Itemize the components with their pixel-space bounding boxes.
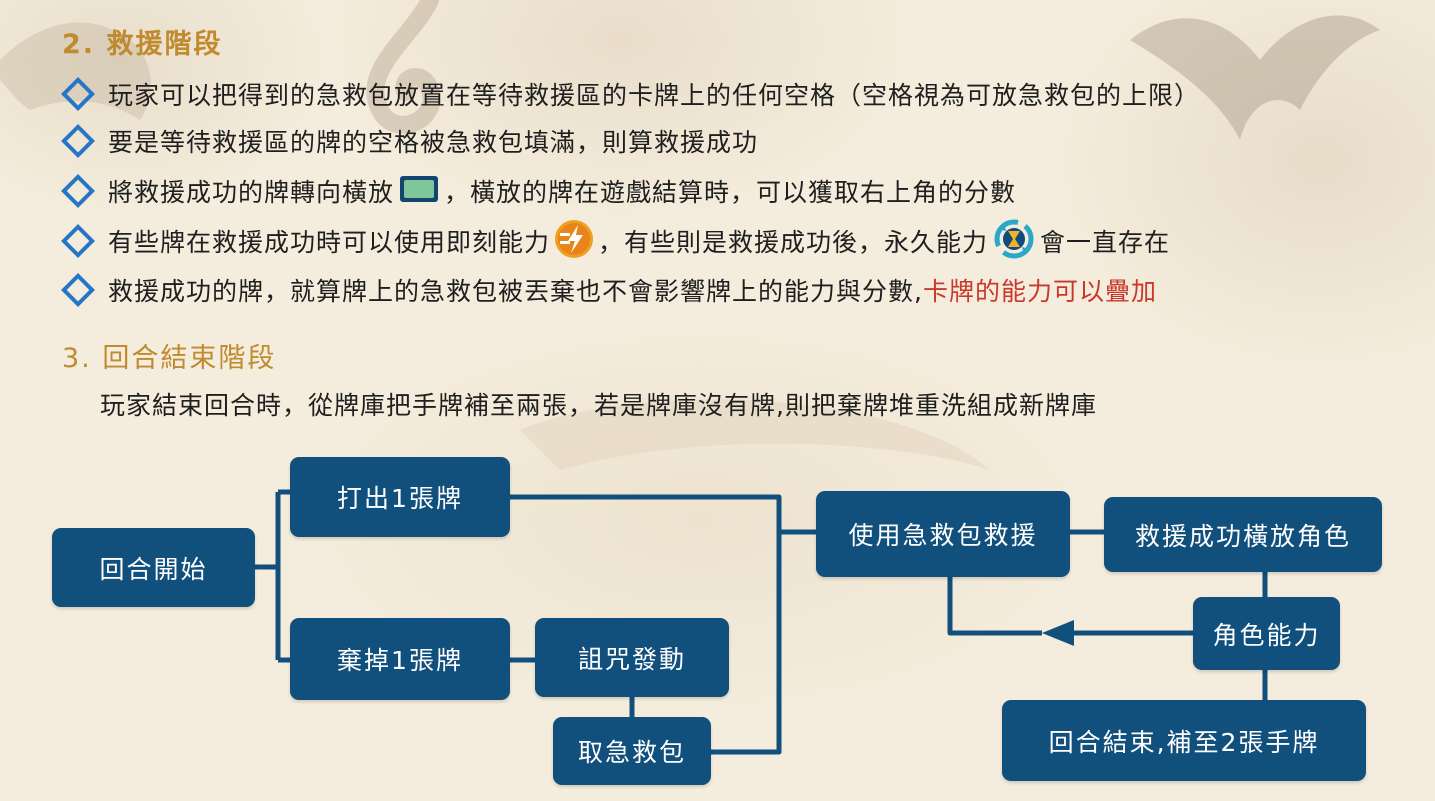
flow-box-discard-card: 棄掉1張牌: [290, 618, 510, 700]
flow-box-turn-start: 回合開始: [52, 528, 255, 607]
bullet-text: 玩家可以把得到的急救包放置在等待救援區的卡牌上的任何空格（空格視為可放急救包的上…: [108, 81, 1201, 110]
flow-box-curse-trigger: 詛咒發動: [535, 618, 729, 697]
bullet-text: 將救援成功的牌轉向橫放: [108, 178, 395, 207]
highlight-text: 卡牌的能力可以疊加: [922, 277, 1157, 306]
bullet-text: 會一直存在: [1040, 228, 1171, 257]
bullet-text: ，橫放的牌在遊戲結算時，可以獲取右上角的分數: [444, 178, 1017, 207]
instant-ability-icon: [554, 219, 594, 263]
arrow-left-icon: [1042, 620, 1074, 646]
connector-play-to-rescue: [510, 494, 816, 755]
flow-box-use-first-aid: 使用急救包救援: [816, 491, 1070, 577]
flow-box-play-card: 打出1張牌: [290, 457, 510, 537]
section-2-title: 2. 救援階段: [62, 29, 223, 60]
bullet-row-5: 救援成功的牌，就算牌上的急救包被丟棄也不會影響牌上的能力與分數, 卡牌的能力可以…: [60, 270, 1157, 310]
permanent-ability-icon: [992, 219, 1036, 263]
flow-box-character-ability: 角色能力: [1193, 597, 1340, 670]
section-3-text: 玩家結束回合時，從牌庫把手牌補至兩張，若是牌庫沒有牌,則把棄牌堆重洗組成新牌庫: [100, 391, 1097, 420]
section-3-title: 3. 回合結束階段: [62, 343, 277, 374]
bullet-text: 有些牌在救援成功時可以使用即刻能力: [108, 228, 551, 257]
flow-box-rescue-success: 救援成功橫放角色: [1104, 497, 1382, 572]
bullet-row-2: 要是等待救援區的牌的空格被急救包填滿，則算救援成功: [60, 121, 758, 161]
bullet-text: 要是等待救援區的牌的空格被急救包填滿，則算救援成功: [108, 128, 759, 157]
bullet-text: ，有些則是救援成功後，永久能力: [598, 228, 989, 257]
card-landscape-icon: [398, 174, 440, 208]
bullet-row-1: 玩家可以把得到的急救包放置在等待救援區的卡牌上的任何空格（空格視為可放急救包的上…: [60, 74, 1200, 114]
bullet-text: 救援成功的牌，就算牌上的急救包被丟棄也不會影響牌上的能力與分數,: [108, 277, 923, 306]
flow-box-turn-end: 回合結束,補至2張手牌: [1002, 700, 1366, 781]
connector-ability-loop: [947, 577, 1193, 636]
bullet-row-4: 有些牌在救援成功時可以使用即刻能力 ，有些則是救援成功後，永久能力 會一直存在: [60, 219, 1171, 263]
bullet-row-3: 將救援成功的牌轉向橫放 ，橫放的牌在遊戲結算時，可以獲取右上角的分數: [60, 171, 1016, 211]
flow-box-take-first-aid: 取急救包: [553, 717, 711, 785]
connector-start-branch: [255, 489, 292, 663]
